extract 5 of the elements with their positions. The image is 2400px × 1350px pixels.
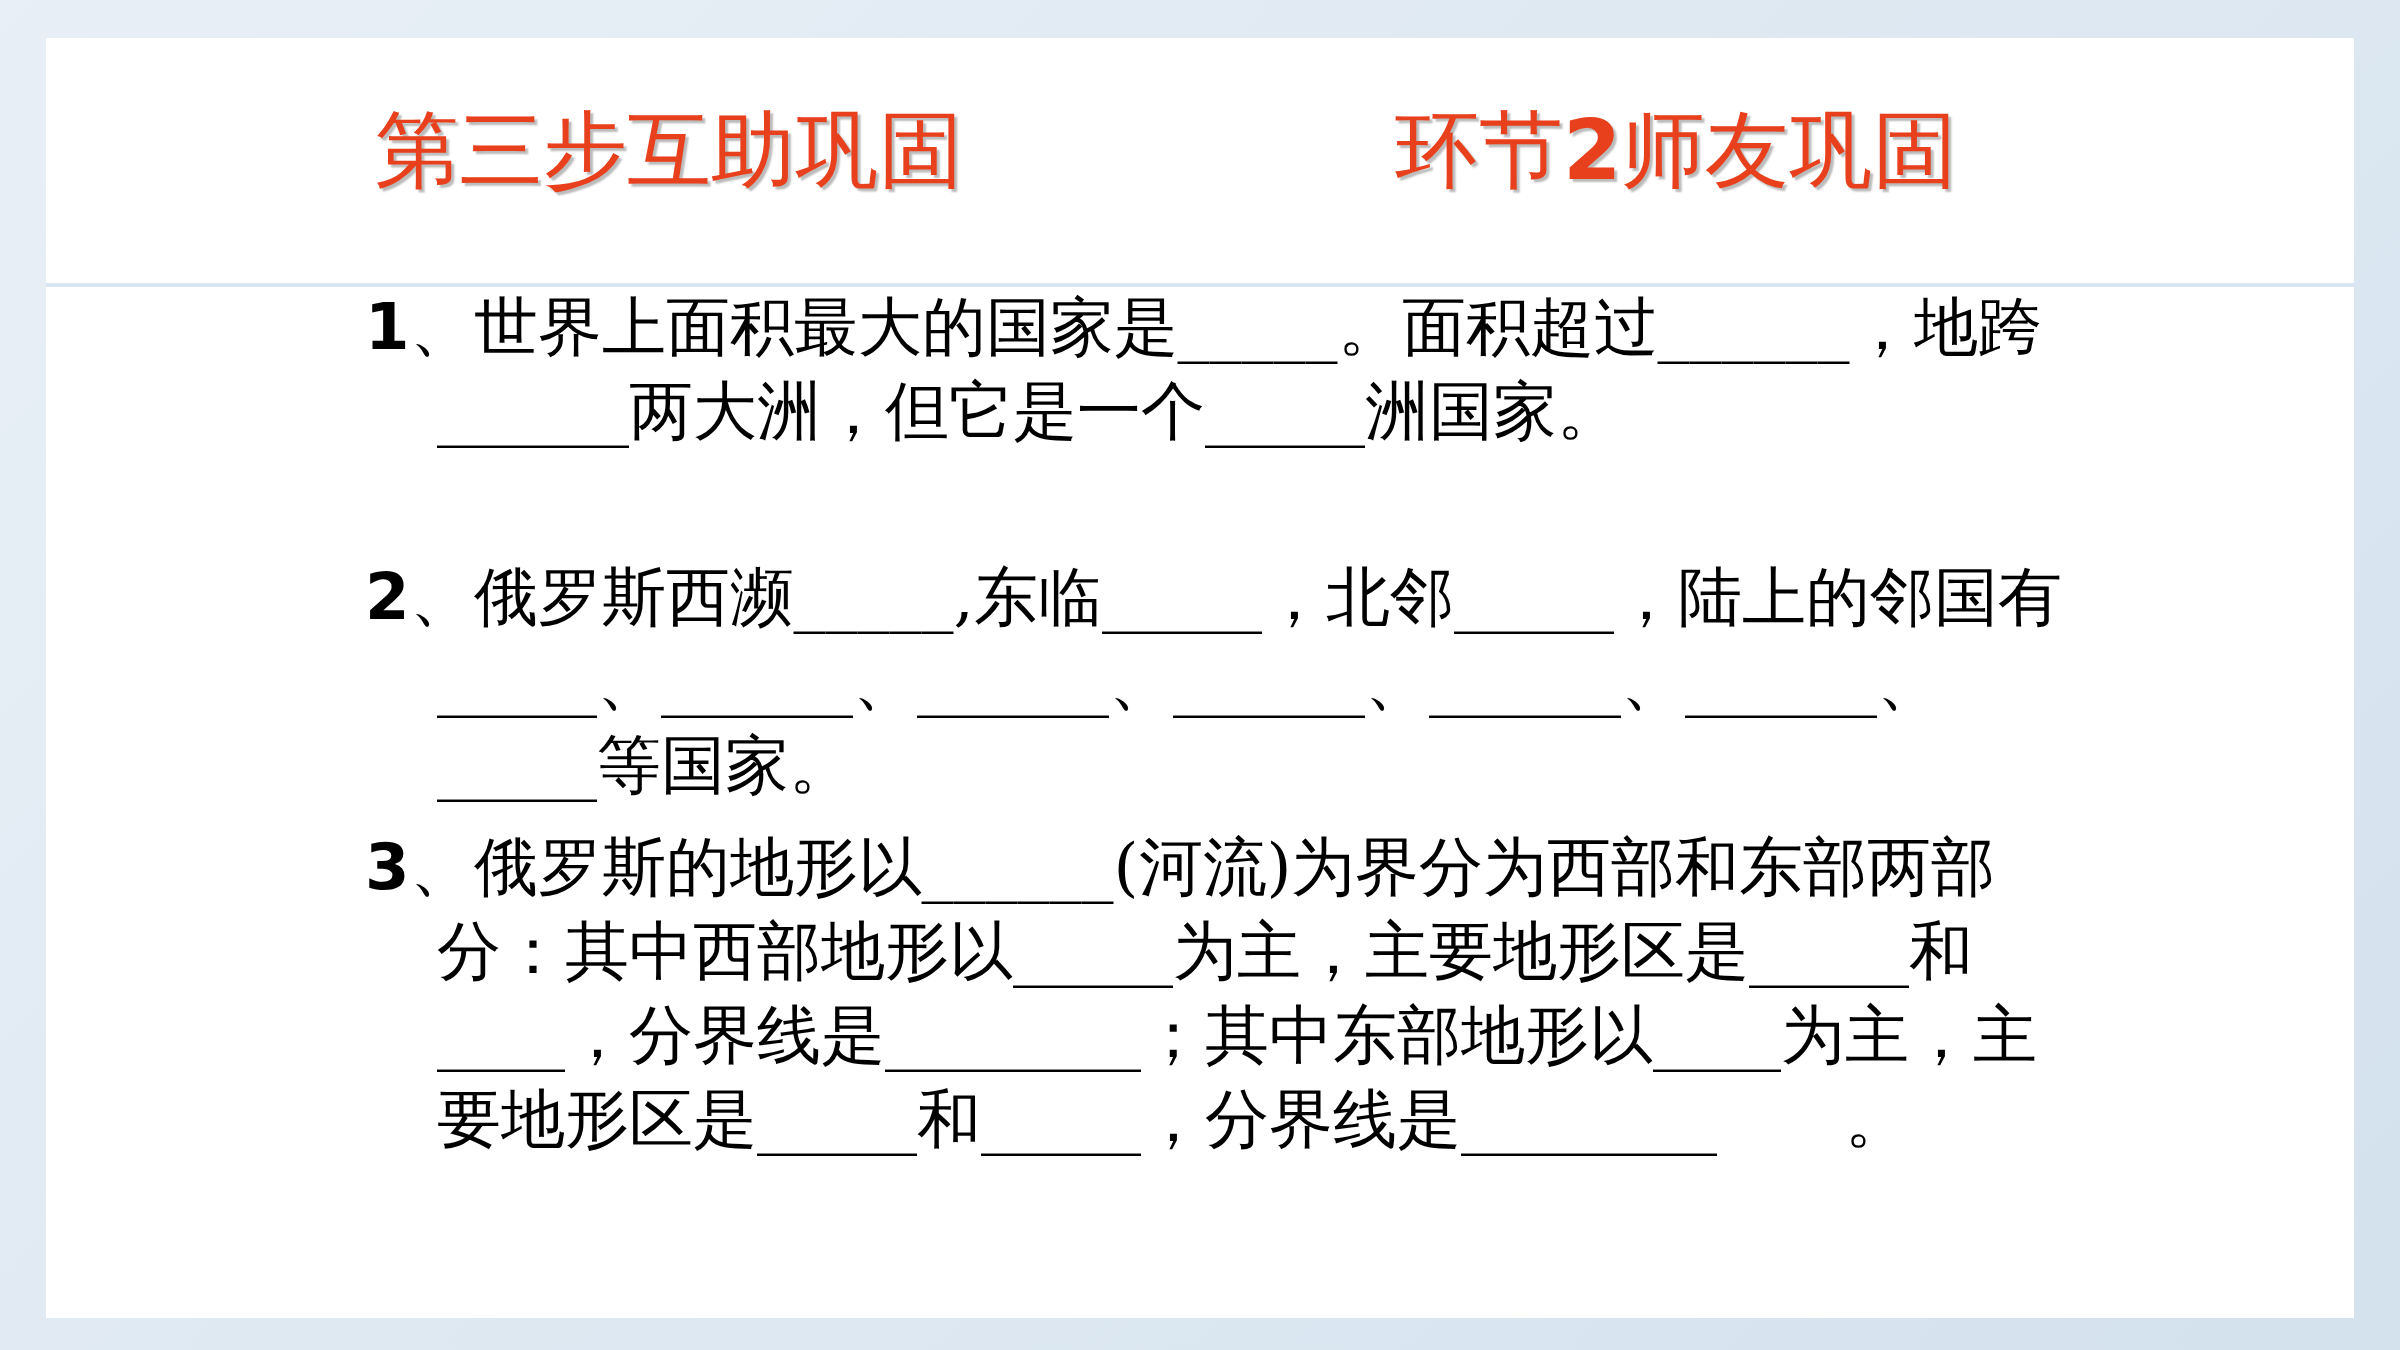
heading: 环节2师友巩固 (1395, 100, 1958, 201)
question-text: 2、俄罗斯西濒_____,东临_____，北邻_____，陆上的邻国有_____、______、______、______、______、______、_____等国家。 (365, 559, 2063, 804)
heading: 第三步互助巩固 (375, 100, 963, 201)
question-text: 1、世界上面积最大的国家是_____。面积超过______，地跨______两大洲，但它是一个_____洲国家。 (365, 289, 2043, 450)
question-text: 3、俄罗斯的地形以______(河流)为界分为西部和东部两部分：其中西部地形以_____为主，主要地形区是_____和____，分界线是________；其中东部地形以____为主，主要地形区是_____和_____，分界线是________ 。 (365, 829, 2038, 1158)
